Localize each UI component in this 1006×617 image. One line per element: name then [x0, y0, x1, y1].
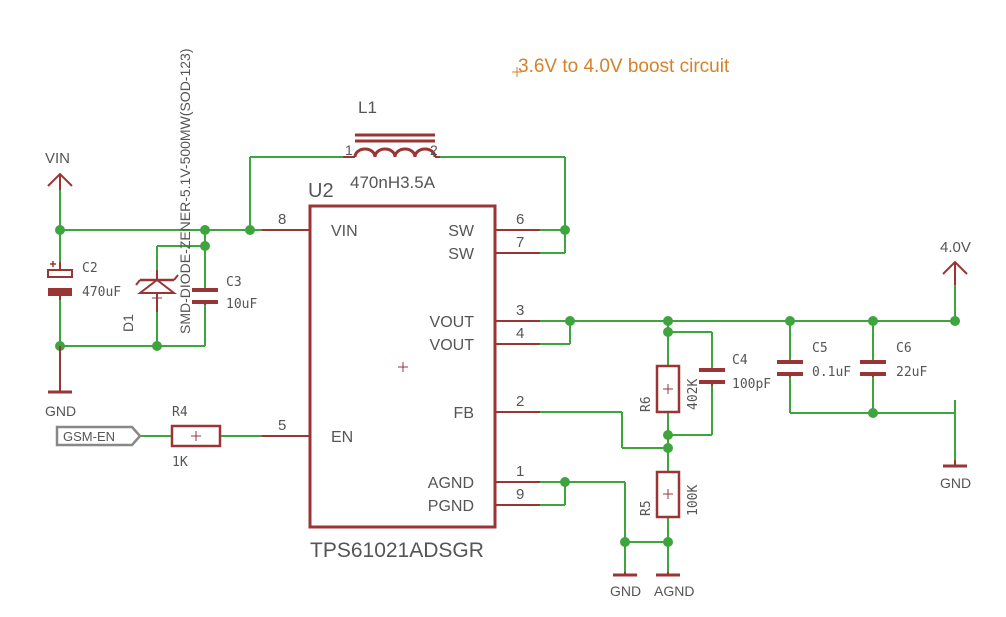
inductor-pin2: 2: [430, 142, 438, 158]
pin-fb-num: 2: [516, 393, 524, 410]
page-title: 3.6V to 4.0V boost circuit: [518, 56, 730, 77]
ic-value: TPS61021ADSGR: [310, 539, 484, 562]
pin-sw2-num: 7: [516, 234, 524, 251]
vin-supply: VIN: [45, 150, 73, 190]
gnd-left-label: GND: [45, 403, 76, 419]
cap-c5: C5 0.1uF: [777, 341, 851, 380]
r5-value: 100K: [686, 485, 701, 516]
r4-ref: R4: [172, 405, 188, 420]
diode-d1: D1 SMD-DIODE-ZENER-5.1V-500MW(SOD-123): [120, 49, 193, 335]
c5-value: 0.1uF: [812, 365, 851, 380]
c6-value: 22uF: [896, 365, 927, 380]
pin-vout1-name: VOUT: [430, 314, 475, 331]
inductor-pin1: 1: [345, 142, 353, 158]
gnd-right: GND: [940, 460, 971, 491]
resistor-r6: R6 402K: [639, 364, 701, 414]
resistor-r4: R4 1K: [170, 405, 222, 470]
vout-supply: 4.0V: [940, 239, 971, 285]
c2-ref: C2: [82, 261, 98, 276]
inductor-l1: L1 470nH3.5A 1 2: [343, 98, 440, 192]
junctions: [55, 225, 960, 547]
agnd-label: AGND: [654, 583, 694, 599]
c4-ref: C4: [732, 353, 748, 368]
pin-fb-name: FB: [454, 405, 474, 422]
c2-value: 470uF: [82, 285, 121, 300]
pin-sw2-name: SW: [448, 246, 475, 263]
diode-ref: D1: [120, 314, 136, 332]
cap-c4: C4 100pF: [699, 353, 771, 392]
gsm-en-label: GSM-EN: [63, 429, 115, 444]
cap-c6: C6 22uF: [860, 341, 927, 380]
inductor-value: 470nH3.5A: [350, 173, 436, 192]
ic-u2: U2 TPS61021ADSGR 8 VIN 5 EN 6 SW 7 SW 3 …: [262, 180, 540, 562]
pin-vout2-name: VOUT: [430, 337, 475, 354]
r6-ref: R6: [639, 396, 654, 412]
pin-en-num: 5: [278, 417, 286, 434]
pin-sw1-name: SW: [448, 223, 475, 240]
diode-value: SMD-DIODE-ZENER-5.1V-500MW(SOD-123): [177, 49, 193, 335]
c3-ref: C3: [226, 275, 242, 290]
cap-c2: C2 470uF: [47, 261, 121, 300]
c5-ref: C5: [812, 341, 828, 356]
gnd-left: GND: [45, 346, 76, 419]
vout-label: 4.0V: [940, 239, 971, 256]
resistor-r5: R5 100K: [639, 470, 701, 519]
r6-value: 402K: [686, 379, 701, 410]
pin-vout1-num: 3: [516, 302, 524, 319]
gsm-en-flag: GSM-EN: [55, 425, 142, 447]
gnd-right-label: GND: [940, 475, 971, 491]
pin-vin-num: 8: [278, 211, 286, 228]
pin-en-name: EN: [331, 429, 353, 446]
title-note: 3.6V to 4.0V boost circuit: [512, 56, 730, 77]
c6-ref: C6: [896, 341, 912, 356]
pin-pgnd-num: 9: [516, 486, 524, 503]
pin-sw1-num: 6: [516, 211, 524, 228]
pin-vin-name: VIN: [331, 223, 358, 240]
c4-value: 100pF: [732, 377, 771, 392]
agnd-symbol: AGND: [654, 572, 694, 599]
pin-agnd-num: 1: [516, 463, 524, 480]
ic-ref: U2: [308, 180, 334, 202]
inductor-ref: L1: [358, 98, 377, 117]
gnd-bottom: GND: [610, 572, 641, 599]
wires: [59, 156, 956, 572]
r5-ref: R5: [639, 500, 654, 516]
pin-vout2-num: 4: [516, 325, 524, 342]
r4-value: 1K: [172, 455, 188, 470]
pin-agnd-name: AGND: [428, 475, 474, 492]
vin-label: VIN: [45, 150, 70, 167]
pin-pgnd-name: PGND: [428, 498, 474, 515]
c3-value: 10uF: [226, 297, 257, 312]
cap-c3: C3 10uF: [192, 275, 257, 312]
gnd-bottom-label: GND: [610, 583, 641, 599]
